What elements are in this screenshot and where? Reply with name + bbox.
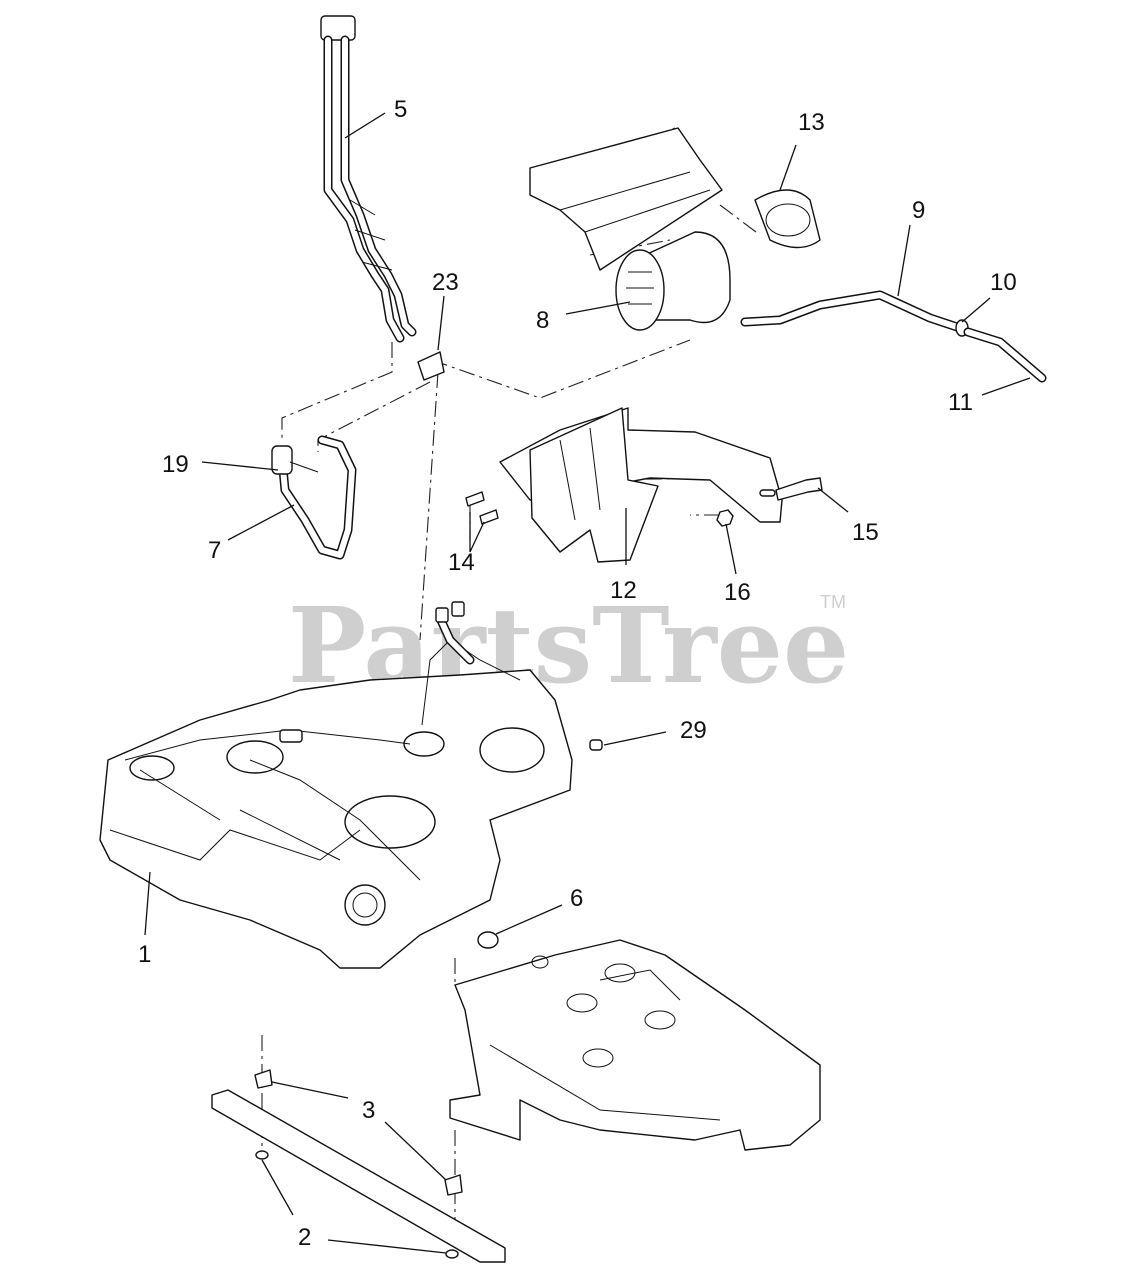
hose-clamp-19[interactable] — [271, 445, 319, 475]
nuts-2[interactable] — [255, 1150, 459, 1259]
canister-strap-13[interactable] — [754, 189, 821, 249]
canister-bracket[interactable] — [529, 127, 723, 271]
callout-6: 6 — [570, 885, 583, 912]
bolts-14[interactable] — [465, 491, 499, 525]
cap-6[interactable] — [477, 931, 499, 949]
callout-2: 2 — [298, 1224, 311, 1251]
hose-clip-23[interactable] — [417, 351, 445, 381]
mounting-plate[interactable] — [449, 939, 821, 1151]
fuel-tank-1[interactable] — [99, 601, 573, 969]
callout-12: 12 — [610, 577, 637, 604]
callout-29: 29 — [680, 717, 707, 744]
callout-23: 23 — [432, 269, 459, 296]
callout-1: 1 — [138, 941, 151, 968]
fuel-line-connector — [320, 15, 356, 41]
leader-lines — [144, 112, 1031, 1254]
callout-13: 13 — [798, 109, 825, 136]
heat-shield-12[interactable] — [499, 407, 783, 563]
grommet-29[interactable] — [589, 739, 603, 751]
mounting-strip[interactable] — [211, 1089, 506, 1263]
callout-labels: 5 23 13 8 9 10 11 19 7 14 12 15 16 29 1 … — [138, 96, 1017, 1251]
vent-hose-7[interactable] — [277, 435, 357, 560]
nut-16[interactable] — [716, 509, 734, 527]
hose-end-11[interactable] — [963, 327, 1047, 383]
callout-9: 9 — [912, 197, 925, 224]
callout-10: 10 — [990, 269, 1017, 296]
watermark-trademark: TM — [820, 592, 846, 612]
callout-15: 15 — [852, 519, 879, 546]
fuel-line-assembly[interactable] — [320, 15, 417, 343]
callout-7: 7 — [208, 537, 221, 564]
callout-5: 5 — [394, 96, 407, 123]
callout-16: 16 — [724, 579, 751, 606]
callout-11: 11 — [948, 389, 973, 416]
bolt-15[interactable] — [775, 477, 823, 501]
charcoal-canister-8[interactable] — [615, 231, 731, 331]
callout-14: 14 — [448, 549, 475, 576]
bumpers-3[interactable] — [254, 1069, 463, 1196]
callout-8: 8 — [536, 307, 549, 334]
callout-19: 19 — [162, 451, 189, 478]
callout-3: 3 — [362, 1097, 375, 1124]
canister-hose-9[interactable] — [740, 290, 965, 333]
